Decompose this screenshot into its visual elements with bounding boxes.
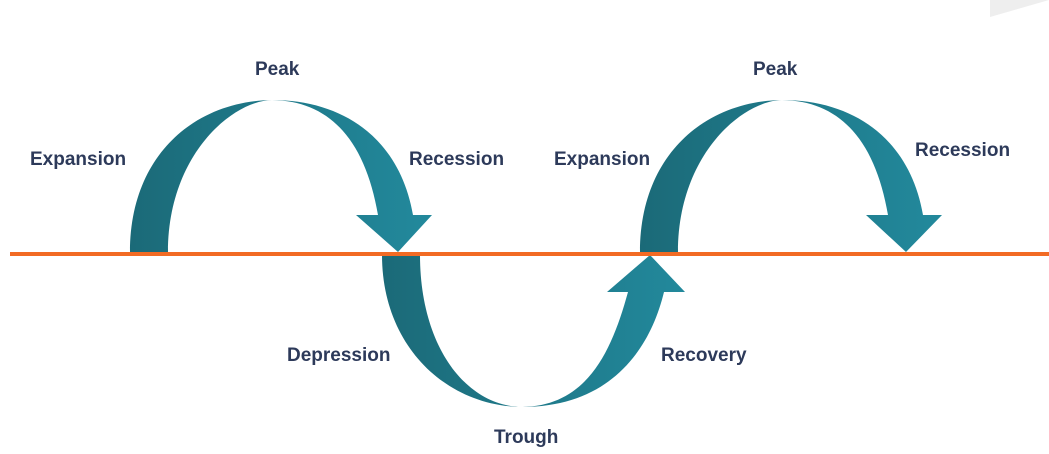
label-trough: Trough [494,427,559,448]
label-depression: Depression [287,345,391,366]
label-recovery: Recovery [661,345,747,366]
label-peak-2: Peak [753,59,798,80]
label-recession-1: Recession [409,149,505,170]
label-recession-2: Recession [915,140,1011,161]
cycle-arrow-trough [382,255,685,407]
label-expansion-1: Expansion [30,149,127,170]
label-peak-1: Peak [255,59,300,80]
corner-mark [990,0,1049,17]
cycle-arrow-1 [130,100,432,252]
cycle-arrow-2 [640,100,942,252]
label-expansion-2: Expansion [554,149,651,170]
